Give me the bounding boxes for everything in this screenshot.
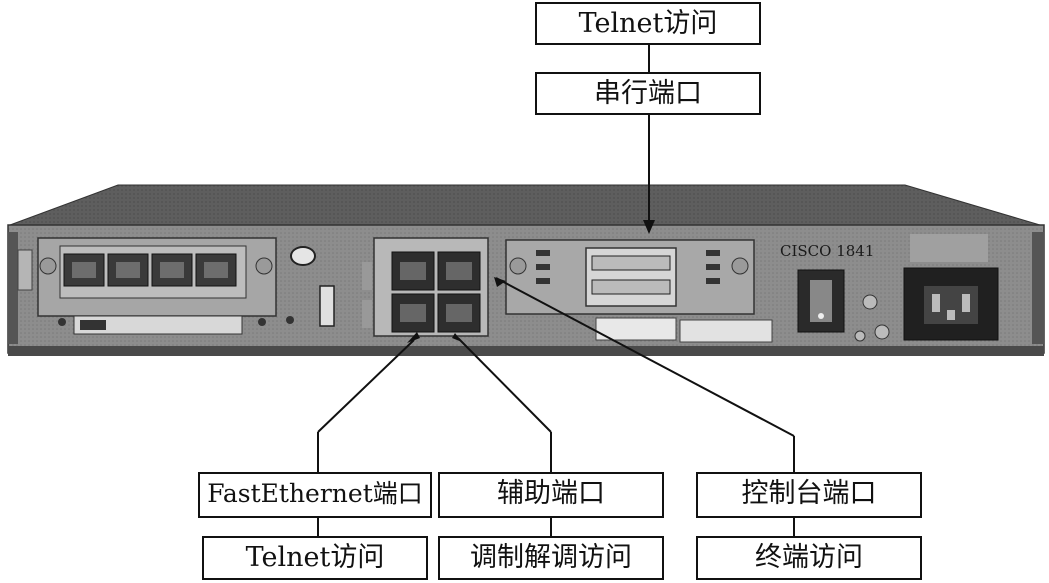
onboard-rj45-ports — [391, 251, 481, 333]
brand-text: CISCO 1841 — [780, 242, 874, 260]
connector-lines — [317, 45, 795, 536]
chassis-top — [9, 184, 1041, 226]
serial-port-label: 串行端口 — [535, 72, 761, 115]
arrowheads — [407, 220, 655, 343]
modem-access-label: 调制解调访问 — [438, 536, 664, 580]
fastethernet-port-label: FastEthernet端口 — [198, 472, 432, 518]
switch-ports — [63, 253, 237, 287]
aux-port-label: 辅助端口 — [438, 472, 664, 518]
bottom-telnet-access-label: Telnet访问 — [202, 536, 428, 580]
terminal-access-label: 终端访问 — [696, 536, 922, 580]
console-port-label: 控制台端口 — [696, 472, 922, 518]
chassis-bottom-edge — [8, 346, 1044, 356]
top-telnet-access-label: Telnet访问 — [535, 2, 761, 45]
